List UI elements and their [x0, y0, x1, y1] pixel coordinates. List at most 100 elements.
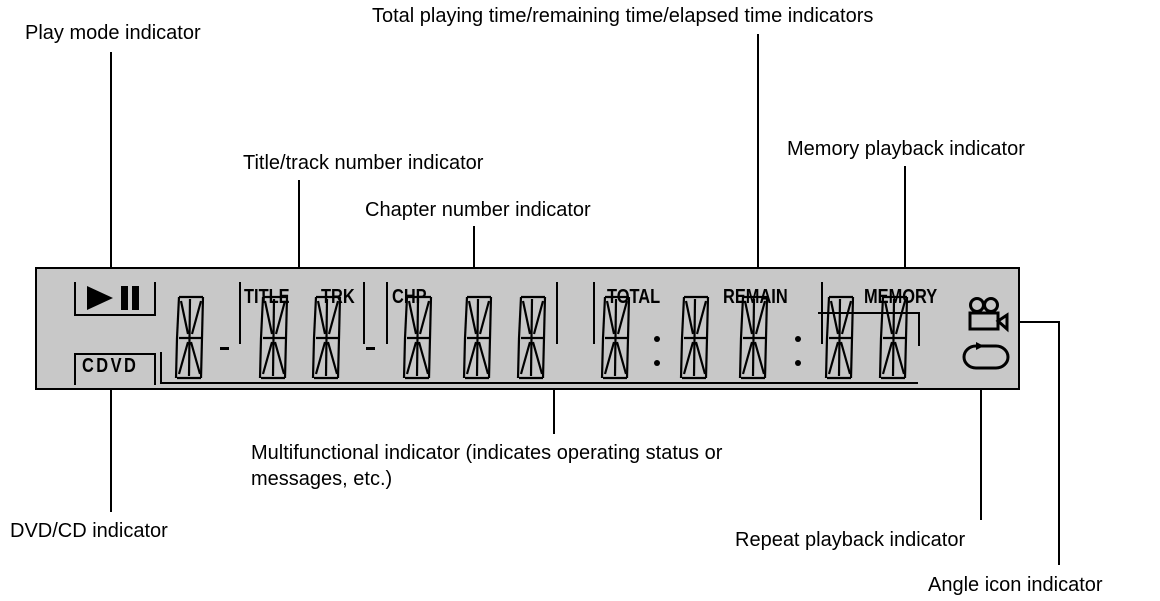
- digit-segment: [532, 300, 545, 335]
- digit-segment: [417, 341, 430, 375]
- digit-segment: [894, 300, 907, 335]
- digit-segment: [616, 300, 629, 335]
- cdvd-label: CDVD: [82, 355, 139, 377]
- angle-leader-v: [1058, 321, 1060, 565]
- memory-callout: Memory playback indicator: [787, 138, 1025, 160]
- play-icon: [87, 286, 113, 310]
- cdvd-box: [74, 353, 156, 385]
- memory-leader: [904, 166, 906, 276]
- multifunctional-callout-line1: Multifunctional indicator (indicates ope…: [251, 442, 723, 464]
- digit-segment: [881, 341, 894, 375]
- segment-digit: [402, 295, 433, 380]
- digit-segment: [904, 296, 909, 339]
- digit-segment: [199, 337, 204, 379]
- multifunctional-leader: [553, 384, 555, 434]
- digit-segment: [271, 298, 276, 377]
- digit-segment: [827, 341, 840, 375]
- title-track-callout: Title/track number indicator: [243, 152, 484, 174]
- digit-segment: [684, 300, 695, 335]
- play-mode-box: [74, 282, 156, 316]
- segment-digit: [174, 295, 205, 380]
- digit-segment: [521, 300, 532, 335]
- repeat-leader: [980, 372, 982, 520]
- digit-segment: [259, 296, 265, 339]
- digit-segment: [478, 300, 491, 335]
- digit-segment: [200, 296, 205, 339]
- digit-segment: [336, 337, 341, 379]
- digit-segment: [402, 337, 407, 379]
- digit-segment: [903, 337, 908, 379]
- angle-callout: Angle icon indicator: [928, 574, 1103, 596]
- digit-segment: [261, 341, 274, 375]
- chapter-leader: [473, 226, 475, 276]
- angle-leader-h: [1014, 321, 1059, 323]
- segment-digit: [679, 295, 710, 380]
- segment-digit: [462, 295, 493, 380]
- digit-segment: [477, 341, 490, 375]
- segment-digit: [516, 295, 547, 380]
- digit-segment: [467, 300, 478, 335]
- digit-segment: [679, 337, 684, 379]
- segment-digit: [600, 295, 631, 380]
- digit-segment: [418, 300, 431, 335]
- digit-segment: [179, 300, 190, 335]
- pause-icon: [121, 286, 139, 310]
- digit-segment: [311, 337, 316, 379]
- digit-segment: [428, 296, 433, 339]
- digit-segment: [488, 296, 493, 339]
- multifunctional-bracket: [160, 352, 918, 384]
- time-bracket-step: [818, 312, 920, 346]
- digit-segment: [695, 300, 708, 335]
- digit-segment: [705, 296, 710, 339]
- title-track-bracket: [239, 282, 365, 344]
- total-time-callout: Total playing time/remaining time/elapse…: [372, 5, 874, 27]
- digit-segment: [601, 296, 607, 339]
- digit-segment: [541, 337, 546, 379]
- digit-segment: [839, 341, 852, 375]
- digit-segment: [263, 300, 274, 335]
- multifunctional-callout-line2: messages, etc.): [251, 468, 393, 490]
- time-colon-lower-2: [795, 360, 801, 366]
- chapter-bracket: [386, 282, 558, 344]
- digit-segment: [475, 298, 480, 377]
- digit-segment: [613, 298, 618, 377]
- repeat-icon: [962, 342, 1010, 370]
- segment-digit: [311, 295, 342, 380]
- digit-segment: [175, 296, 181, 339]
- digit-segment: [829, 300, 840, 335]
- digit-segment: [837, 298, 842, 377]
- segment-digit: [824, 295, 855, 380]
- dvd-cd-leader: [110, 382, 112, 512]
- digit-segment: [326, 341, 339, 375]
- title-separator-dash: [220, 347, 229, 350]
- camera-icon: [968, 297, 1009, 333]
- digit-segment: [487, 337, 492, 379]
- digit-segment: [704, 337, 709, 379]
- digit-segment: [283, 337, 288, 379]
- digit-segment: [600, 337, 605, 379]
- digit-segment: [190, 300, 203, 335]
- play-mode-callout: Play mode indicator: [25, 22, 201, 44]
- digit-segment: [625, 337, 630, 379]
- digit-segment: [753, 341, 766, 375]
- time-colon-lower-1: [654, 360, 660, 366]
- digit-segment: [883, 300, 894, 335]
- digit-segment: [615, 341, 628, 375]
- digit-segment: [529, 298, 534, 377]
- digit-segment: [337, 296, 342, 339]
- play-mode-leader: [110, 52, 112, 287]
- repeat-callout: Repeat playback indicator: [735, 529, 966, 551]
- digit-segment: [739, 296, 745, 339]
- digit-segment: [741, 341, 754, 375]
- digit-segment: [850, 296, 855, 339]
- multifunctional-callout: Multifunctional indicator (indicates ope…: [251, 440, 891, 492]
- time-colon-upper-2: [795, 336, 801, 342]
- chapter-separator-dash: [366, 347, 375, 350]
- digit-segment: [189, 341, 202, 375]
- digit-segment: [542, 296, 547, 339]
- digit-segment: [187, 298, 192, 377]
- time-colon-upper-1: [654, 336, 660, 342]
- segment-digit: [738, 295, 769, 380]
- digit-segment: [626, 296, 631, 339]
- digit-segment: [763, 337, 768, 379]
